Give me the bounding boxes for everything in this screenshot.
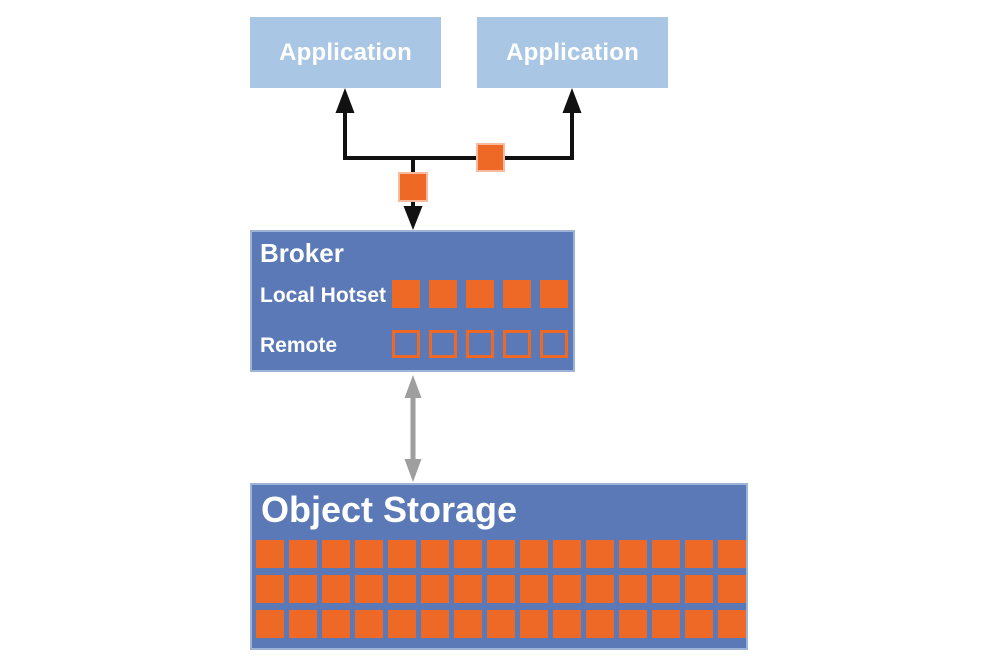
storage-block-square xyxy=(454,540,482,568)
storage-block-square xyxy=(454,610,482,638)
storage-block-square xyxy=(289,540,317,568)
storage-block-square xyxy=(586,610,614,638)
application-box-2: Application xyxy=(477,17,668,88)
arrowhead-up-storage-link xyxy=(404,375,422,398)
object-storage-title: Object Storage xyxy=(261,489,518,530)
storage-block-square xyxy=(322,540,350,568)
storage-block-square xyxy=(322,610,350,638)
remote-squares xyxy=(392,330,568,358)
hotset-block-square xyxy=(429,280,457,308)
remote-block-square xyxy=(540,330,568,358)
arrowhead-up-app2 xyxy=(562,88,582,113)
storage-block-square xyxy=(685,610,713,638)
remote-label: Remote xyxy=(260,334,338,357)
storage-block-square xyxy=(520,540,548,568)
storage-block-square xyxy=(289,610,317,638)
storage-block-square xyxy=(388,540,416,568)
storage-block-square xyxy=(256,610,284,638)
remote-block-square xyxy=(429,330,457,358)
storage-block-square xyxy=(553,610,581,638)
local-hotset-label: Local Hotset xyxy=(260,284,387,307)
application-label-2: Application xyxy=(506,38,639,66)
storage-block-square xyxy=(619,610,647,638)
storage-block-square xyxy=(355,575,383,603)
arrowhead-down-broker xyxy=(403,206,423,230)
storage-block-square xyxy=(520,575,548,603)
message-square-on-bus xyxy=(476,143,505,172)
object-storage-grid xyxy=(256,540,746,638)
broker-title: Broker xyxy=(260,238,344,268)
storage-block-square xyxy=(586,575,614,603)
storage-block-square xyxy=(421,610,449,638)
storage-block-square xyxy=(718,540,746,568)
storage-block-square xyxy=(256,575,284,603)
hotset-block-square xyxy=(466,280,494,308)
storage-block-square xyxy=(685,575,713,603)
storage-block-square xyxy=(487,540,515,568)
storage-block-square xyxy=(520,610,548,638)
remote-block-square xyxy=(503,330,531,358)
arrowhead-up-app1 xyxy=(335,88,355,113)
storage-block-square xyxy=(421,540,449,568)
storage-block-square xyxy=(454,575,482,603)
storage-block-square xyxy=(718,610,746,638)
storage-block-square xyxy=(652,540,680,568)
storage-block-square xyxy=(388,610,416,638)
storage-block-square xyxy=(355,610,383,638)
storage-block-square xyxy=(586,540,614,568)
storage-block-square xyxy=(652,610,680,638)
arrowhead-down-storage-link xyxy=(404,459,422,482)
storage-block-square xyxy=(388,575,416,603)
storage-block-square xyxy=(619,575,647,603)
storage-block-square xyxy=(487,575,515,603)
local-hotset-squares xyxy=(392,280,568,308)
object-storage-panel: Object Storage xyxy=(250,483,748,650)
remote-block-square xyxy=(466,330,494,358)
message-square-to-broker xyxy=(398,172,428,202)
application-label-1: Application xyxy=(279,38,412,66)
storage-block-square xyxy=(487,610,515,638)
storage-block-square xyxy=(289,575,317,603)
storage-block-square xyxy=(718,575,746,603)
remote-block-square xyxy=(392,330,420,358)
storage-block-square xyxy=(553,540,581,568)
storage-block-square xyxy=(619,540,647,568)
application-box-1: Application xyxy=(250,17,441,88)
storage-block-square xyxy=(322,575,350,603)
broker-panel: Broker Local Hotset Remote xyxy=(250,230,575,372)
hotset-block-square xyxy=(503,280,531,308)
storage-block-square xyxy=(652,575,680,603)
storage-block-square xyxy=(355,540,383,568)
storage-block-square xyxy=(256,540,284,568)
storage-block-square xyxy=(553,575,581,603)
hotset-block-square xyxy=(540,280,568,308)
storage-block-square xyxy=(685,540,713,568)
storage-block-square xyxy=(421,575,449,603)
hotset-block-square xyxy=(392,280,420,308)
